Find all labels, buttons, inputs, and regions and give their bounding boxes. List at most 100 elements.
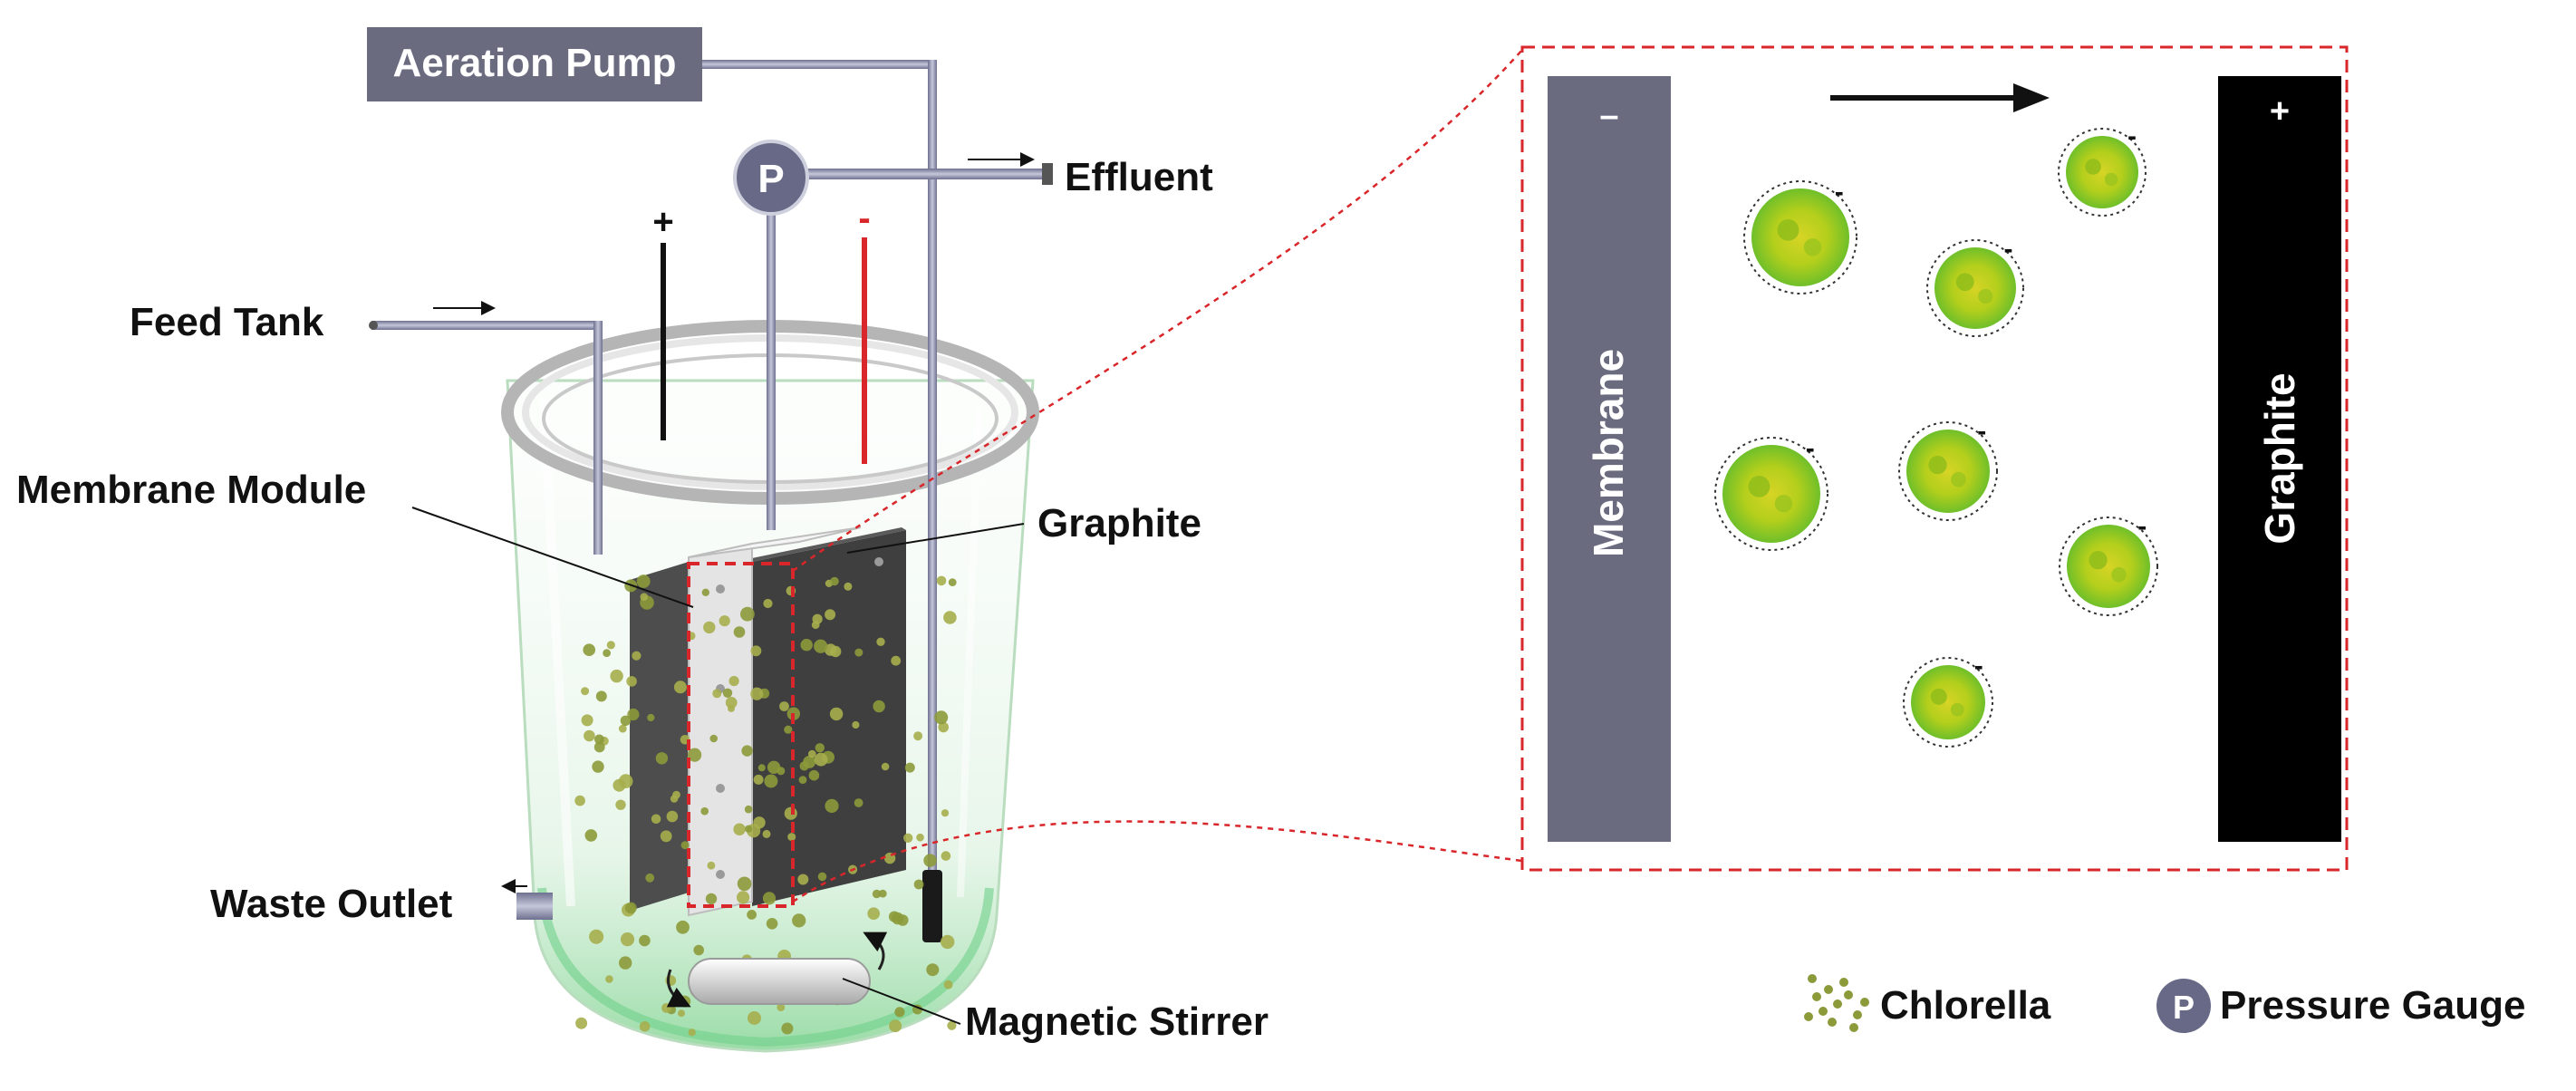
- chlorella-particle: [693, 944, 704, 956]
- chlorella-particle: [707, 861, 716, 870]
- chlorella-particle: [943, 980, 953, 990]
- chlorella-particle: [744, 805, 753, 814]
- waste-outlet-port: [501, 879, 553, 920]
- chlorella-particle: [670, 795, 679, 803]
- chlorella-particle: [733, 823, 746, 835]
- legend-chlorella-label: Chlorella: [1880, 983, 2051, 1028]
- chlorella-particle: [639, 1021, 651, 1032]
- chlorella-particle: [764, 774, 778, 788]
- chlorella-particle: [750, 645, 762, 657]
- membrane-plate-left: [630, 562, 689, 911]
- legend-particle: [1819, 1007, 1828, 1016]
- chlorella-particle: [787, 833, 796, 842]
- chlorella-particle: [680, 841, 690, 850]
- feed-tank-label: Feed Tank: [130, 300, 324, 344]
- chlorella-particle: [666, 810, 679, 823]
- chlorella-particle: [603, 649, 611, 658]
- chlorella-particle: [627, 708, 640, 721]
- chlorella-particle: [941, 809, 950, 817]
- chlorella-particle: [923, 854, 937, 867]
- chlorella-particle: [892, 912, 904, 925]
- chlorella-particle: [610, 669, 623, 683]
- chlorella-particle: [817, 872, 827, 882]
- legend-particle: [1860, 998, 1869, 1007]
- chlorella-particle: [815, 743, 825, 753]
- chlorella-particle: [792, 913, 806, 928]
- chlorella-particle: [784, 725, 793, 734]
- chlorella-particle: [881, 762, 890, 771]
- magnetic-stirrer-leader: [842, 978, 961, 1025]
- graphite-bar-label: Graphite: [2256, 372, 2303, 544]
- chlorella-particle: [636, 574, 651, 588]
- legend-particle: [1833, 999, 1842, 1009]
- chlorella-particle: [830, 576, 839, 586]
- chlorella-cell: -: [2058, 121, 2147, 217]
- aeration-pump-text: Aeration Pump: [393, 41, 677, 85]
- chlorella-particle: [645, 873, 655, 883]
- pressure-gauge: P: [733, 140, 809, 216]
- chlorella-particle: [948, 578, 957, 586]
- chlorella-particle: [814, 752, 828, 767]
- cell-charge-label: -: [1806, 434, 1815, 464]
- aeration-pipe: [698, 60, 942, 942]
- chlorella-particle: [894, 1007, 905, 1018]
- chlorella-particle: [916, 833, 924, 842]
- legend-particle: [1808, 974, 1817, 983]
- chlorella-particle: [660, 830, 672, 843]
- legend-pressure-gauge-label: Pressure Gauge: [2220, 983, 2526, 1028]
- chlorella-particle: [873, 700, 885, 713]
- chlorella-particle: [725, 697, 738, 709]
- chlorella-particle: [709, 734, 718, 743]
- positive-wire-sign: +: [652, 202, 673, 242]
- chlorella-particle: [606, 641, 615, 650]
- chlorella-particle: [722, 688, 733, 698]
- zoom-inset: – Membrane + Graphite -------: [1520, 45, 2349, 872]
- legend-particle: [1849, 1023, 1858, 1032]
- chlorella-particle: [876, 637, 885, 646]
- chlorella-particle: [748, 1011, 761, 1025]
- chlorella-particle: [620, 932, 635, 947]
- chlorella-particle: [703, 621, 716, 634]
- chlorella-particle: [808, 769, 820, 781]
- chlorella-particle: [777, 1003, 786, 1011]
- chlorella-particle: [854, 648, 863, 657]
- chlorella-particle: [808, 749, 816, 758]
- chlorella-particle: [941, 851, 951, 861]
- effluent-label: Effluent: [1065, 155, 1213, 199]
- chlorella-particle: [624, 902, 637, 914]
- magnetic-stirrer: [666, 932, 888, 1008]
- chlorella-particle: [934, 710, 949, 725]
- inset-chlorella-cells: -------: [1714, 121, 2158, 748]
- chlorella-particle: [913, 731, 923, 741]
- chlorella-particle: [705, 893, 718, 905]
- chlorella-particle: [803, 755, 816, 768]
- chlorella-particle: [575, 1017, 588, 1029]
- membrane-frame: [688, 542, 753, 917]
- chlorella-particle: [701, 588, 709, 596]
- legend-particle: [1844, 990, 1853, 999]
- chlorella-particle: [750, 687, 764, 700]
- chlorella-particle: [854, 798, 863, 807]
- chlorella-particle: [943, 611, 957, 624]
- chlorella-particle: [584, 729, 595, 742]
- chlorella-particle: [618, 724, 627, 733]
- legend-particle: [1812, 992, 1821, 1001]
- chlorella-particle: [639, 934, 651, 947]
- positive-wire: [661, 243, 666, 440]
- chlorella-particle: [626, 676, 637, 687]
- zoom-connector-top: [792, 49, 1523, 573]
- legend: Chlorella P Pressure Gauge: [1804, 974, 2526, 1033]
- chlorella-particle: [753, 816, 766, 829]
- chlorella-particle: [903, 833, 913, 843]
- chlorella-particle: [594, 734, 604, 745]
- graphite-bar: [2218, 76, 2341, 842]
- chlorella-particle: [740, 606, 755, 622]
- chlorella-particle: [779, 701, 789, 711]
- chlorella-cell: -: [1926, 234, 2024, 337]
- zoom-region: [687, 562, 795, 908]
- graphite-label: Graphite: [1037, 501, 1201, 546]
- chlorella-cell: -: [1898, 417, 1998, 521]
- migration-arrowhead: [2013, 83, 2050, 112]
- chlorella-particle: [620, 715, 632, 726]
